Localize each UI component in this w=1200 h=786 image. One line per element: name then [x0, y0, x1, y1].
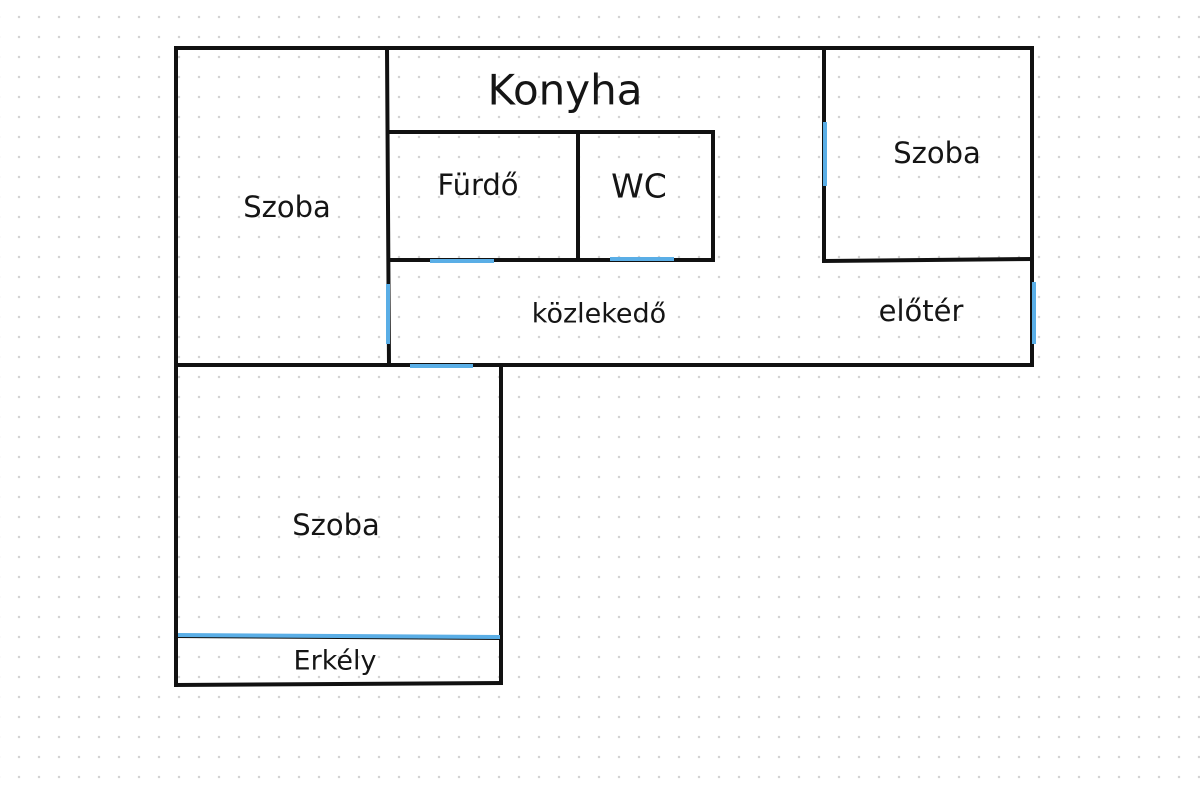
label-hallway: előtér	[879, 294, 964, 328]
label-room-bottom: Szoba	[292, 508, 380, 542]
label-room-right: Szoba	[893, 136, 981, 170]
room-labels: Konyha Fürdő WC Szoba Szoba közlekedő el…	[243, 66, 981, 677]
label-balcony: Erkély	[294, 646, 377, 677]
label-bathroom: Fürdő	[437, 168, 518, 202]
label-kitchen: Konyha	[488, 66, 643, 115]
label-toilet: WC	[611, 167, 667, 206]
wall-outer-bottom	[173, 680, 504, 688]
wall-right-room-bottom	[821, 256, 1035, 264]
door-balcony	[177, 633, 501, 639]
label-room-left: Szoba	[243, 190, 331, 224]
label-corridor: közlekedő	[532, 299, 666, 330]
doors	[177, 122, 1036, 639]
